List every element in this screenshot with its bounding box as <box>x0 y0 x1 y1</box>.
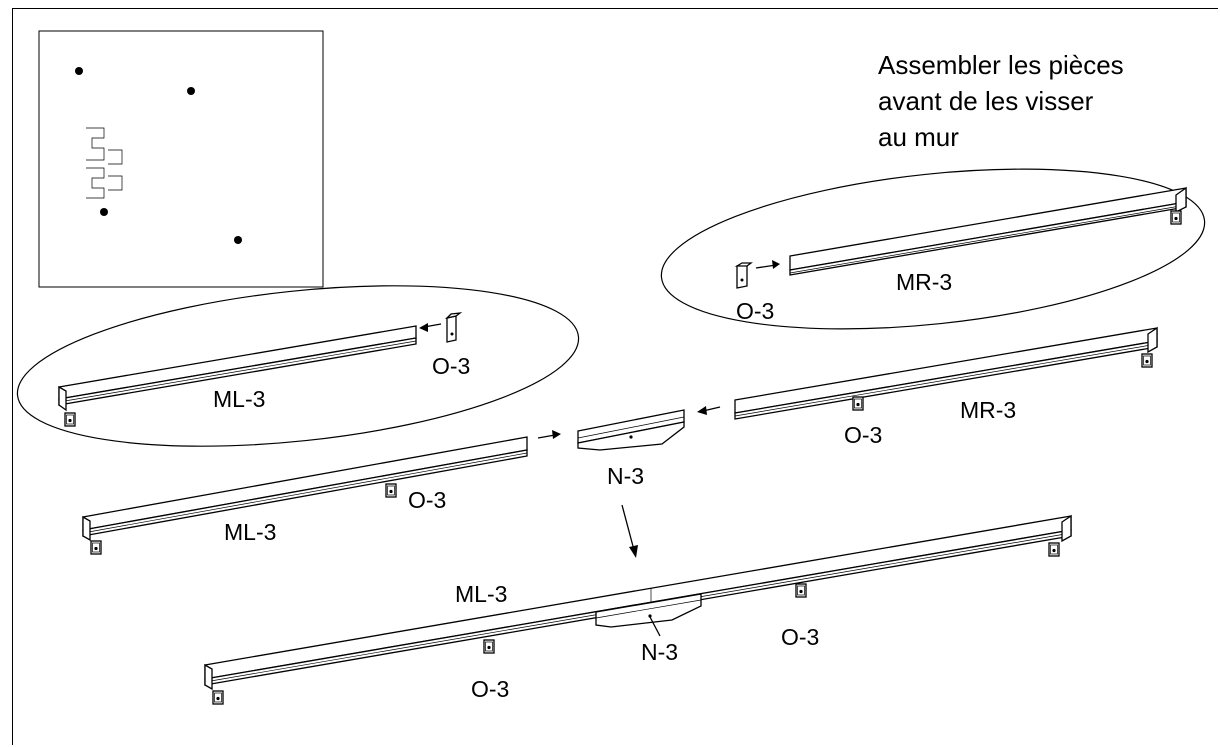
label-ml3: ML-3 <box>213 386 265 412</box>
label-ml3: ML-3 <box>224 519 276 545</box>
label-o3: O-3 <box>844 422 882 448</box>
overview-thumbnail <box>38 30 324 288</box>
arrow-right-icon <box>755 260 780 269</box>
rail-mr3-top <box>789 186 1187 276</box>
connector-n3: N-3 <box>577 409 685 558</box>
label-o3: O-3 <box>781 624 819 650</box>
instruction-line-3: au mur <box>878 122 959 152</box>
arrow-left-icon <box>419 323 442 332</box>
corner-rail-overview-icon <box>75 54 242 244</box>
group-mid-right: MR-3 O-3 <box>697 326 1158 448</box>
diagram-frame <box>12 8 1218 745</box>
label-o3: O-3 <box>471 676 509 702</box>
rail-ml3-mid <box>82 436 528 555</box>
highlight-ellipse <box>660 168 1206 330</box>
label-o3: O-3 <box>408 487 446 513</box>
label-o3: O-3 <box>432 353 470 379</box>
rail-ml3-top <box>58 325 417 427</box>
bracket-o3-loose <box>734 262 753 289</box>
group-mid-left: ML-3 O-3 <box>82 430 561 555</box>
assembled-rail: ML-3 N-3 O-3 O-3 <box>204 514 1072 705</box>
arrow-right-icon <box>537 430 561 439</box>
label-n3: N-3 <box>641 639 678 665</box>
label-ml3: ML-3 <box>455 581 507 607</box>
instruction-text: Assembler les pièces avant de les visser… <box>878 50 1124 152</box>
instruction-line-2: avant de les visser <box>878 86 1094 116</box>
label-mr3: MR-3 <box>960 397 1016 423</box>
label-n3: N-3 <box>607 463 644 489</box>
label-mr3: MR-3 <box>896 269 952 295</box>
group-top-left: ML-3 O-3 <box>16 285 580 447</box>
arrow-down-icon <box>621 504 638 558</box>
instruction-line-1: Assembler les pièces <box>878 50 1124 80</box>
connector-n3-installed <box>595 593 702 637</box>
bracket-o3-loose <box>444 312 463 343</box>
rail-mr3-mid <box>734 326 1158 420</box>
group-top-right: MR-3 O-3 <box>660 168 1206 330</box>
label-o3: O-3 <box>736 298 774 324</box>
arrow-left-icon <box>697 406 721 415</box>
highlight-ellipse <box>16 285 580 447</box>
